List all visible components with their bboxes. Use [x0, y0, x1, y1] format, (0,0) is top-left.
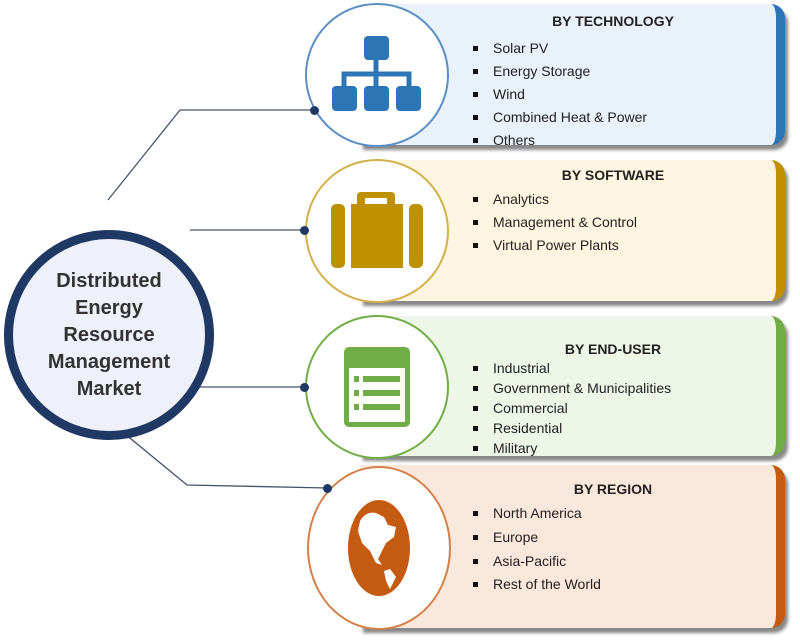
list-item: Europe — [473, 527, 601, 551]
list-item: Wind — [472, 84, 647, 107]
list-item: Management & Control — [473, 212, 637, 235]
list-item: Asia-Pacific — [473, 551, 601, 574]
item-list: Solar PV Energy Storage Wind Combined He… — [472, 38, 647, 153]
item-list: Industrial Government & Municipalities C… — [472, 358, 672, 458]
panel-heading: BY TECHNOLOGY — [552, 13, 674, 29]
title-line: Resource — [63, 323, 155, 346]
list-item: Energy Storage — [472, 61, 647, 84]
panel-heading: BY SOFTWARE — [561, 167, 665, 183]
list-item: North America — [473, 503, 601, 527]
list-item: Virtual Power Plants — [473, 235, 637, 258]
item-list: North America Europe Asia-Pacific Rest o… — [473, 503, 601, 597]
hierarchy-icon — [332, 36, 421, 111]
globe-icon — [348, 500, 410, 596]
item-list: Analytics Management & Control Virtual P… — [473, 189, 637, 258]
list-window-icon — [344, 347, 410, 427]
list-item: Commercial — [472, 398, 671, 418]
title-line: Energy — [75, 296, 143, 319]
central-title: Distributed Energy Resource Management M… — [48, 268, 170, 403]
panel-heading: BY END-USER — [564, 341, 662, 357]
list-item: Combined Heat & Power — [472, 107, 647, 130]
list-item: Rest of the World — [473, 574, 601, 597]
connector-dot — [300, 383, 309, 392]
central-topic-circle: Distributed Energy Resource Management M… — [4, 230, 214, 440]
connector-dot — [310, 106, 319, 115]
list-item: Analytics — [473, 189, 637, 212]
briefcase-icon — [331, 192, 423, 268]
title-line: Distributed — [56, 269, 162, 292]
panel-heading: BY REGION — [573, 481, 653, 497]
region-icon-circle — [307, 466, 451, 630]
list-item: Government & Municipalities — [472, 380, 672, 396]
list-item: Military — [472, 438, 671, 458]
list-item: Solar PV — [472, 38, 647, 61]
title-line: Management — [47, 350, 171, 373]
list-item: Residential — [472, 418, 671, 438]
title-line: Market — [76, 377, 142, 400]
list-item: Industrial — [472, 358, 671, 378]
connector-dot — [323, 484, 332, 493]
end-user-icon-circle — [305, 315, 449, 459]
software-icon-circle — [305, 159, 449, 303]
technology-icon-circle — [305, 3, 449, 147]
connector-dot — [300, 226, 309, 235]
list-item: Others — [472, 130, 647, 153]
